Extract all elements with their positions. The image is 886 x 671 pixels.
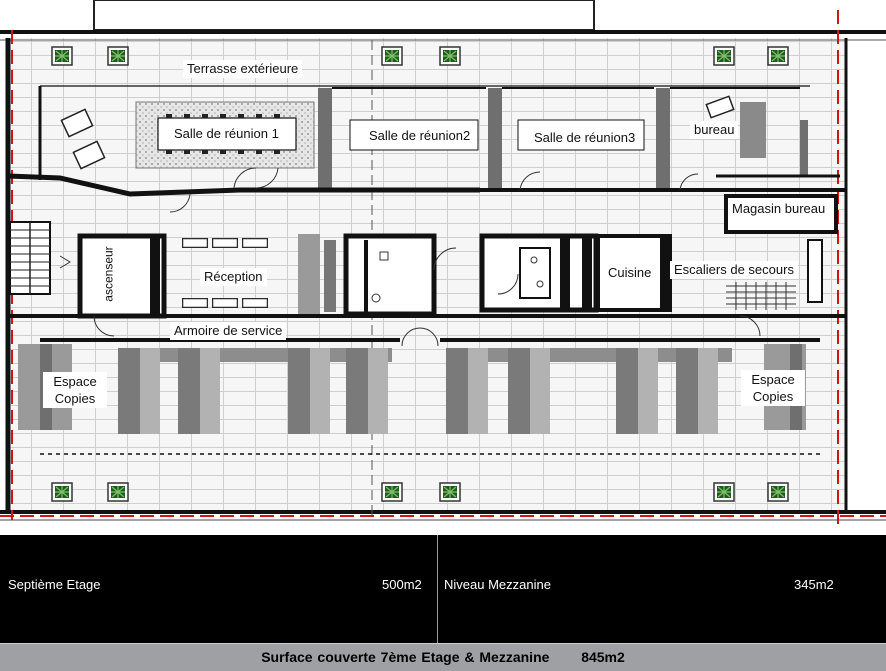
total-surface-value: 845m2: [581, 649, 625, 665]
salle-reunion-3-label: Salle de réunion3: [530, 129, 640, 147]
summary-cell-right: Niveau Mezzanine 345m2: [438, 535, 886, 643]
total-surface-label: Surface couverte 7ème Etage & Mezzanine: [261, 649, 550, 665]
total-surface-footer: Surface couverte 7ème Etage & Mezzanine …: [0, 643, 886, 671]
salle-reunion-2-label: Salle de réunion2: [365, 127, 475, 145]
bureau-label: bureau: [690, 121, 739, 139]
terrasse-label: Terrasse extérieure: [183, 60, 303, 78]
magasin-bureau-label: Magasin bureau: [728, 200, 830, 218]
septieme-etage-label: Septième Etage: [8, 577, 101, 592]
mezzanine-value: 345m2: [794, 577, 834, 592]
septieme-etage-value: 500m2: [382, 577, 422, 592]
espace-copies-left-label: Espace Copies: [43, 372, 107, 408]
mezzanine-label: Niveau Mezzanine: [444, 577, 551, 592]
reception-label: Réception: [200, 268, 267, 286]
area-summary-table: Septième Etage 500m2 Niveau Mezzanine 34…: [0, 535, 886, 643]
cuisine-label: Cuisine: [604, 264, 656, 282]
armoire-label: Armoire de service: [170, 322, 287, 340]
escaliers-label: Escaliers de secours: [670, 261, 798, 279]
salle-reunion-1-label: Salle de réunion 1: [170, 125, 283, 143]
summary-cell-left: Septième Etage 500m2: [0, 535, 438, 643]
ascenseur-label: ascenseur: [100, 243, 117, 305]
espace-copies-right-label: Espace Copies: [741, 370, 805, 406]
